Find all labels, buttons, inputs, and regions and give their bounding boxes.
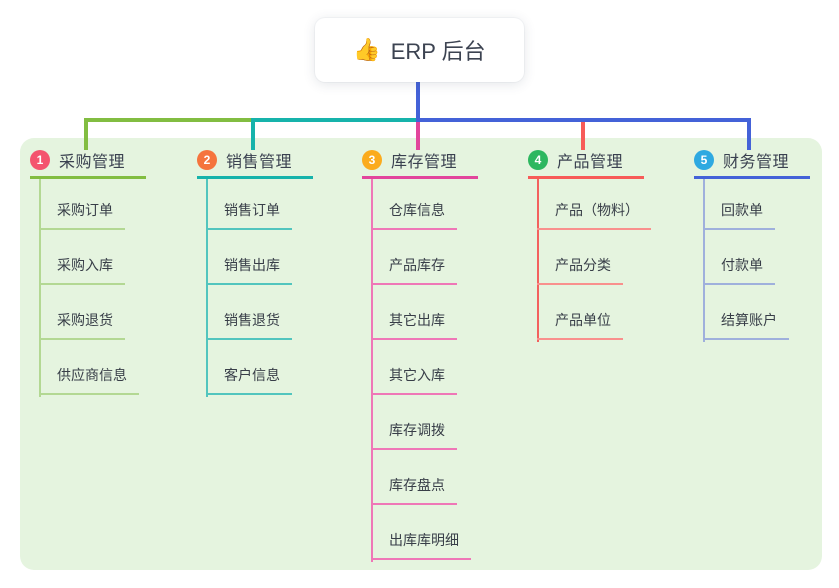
branch-underline bbox=[197, 176, 313, 179]
child-node[interactable]: 其它出库 bbox=[371, 291, 457, 340]
branch-title-label: 产品管理 bbox=[557, 154, 624, 171]
child-node[interactable]: 出库库明细 bbox=[371, 511, 471, 560]
child-node[interactable]: 其它入库 bbox=[371, 346, 457, 395]
branch-number-badge: 5 bbox=[694, 150, 714, 170]
child-node[interactable]: 客户信息 bbox=[206, 346, 292, 395]
child-node[interactable]: 销售退货 bbox=[206, 291, 292, 340]
branch-trunk-line bbox=[371, 179, 373, 562]
root-node-label: ERP 后台 bbox=[390, 39, 486, 64]
branch-underline bbox=[694, 176, 810, 179]
branch-node-finance[interactable]: 5 财务管理 bbox=[694, 146, 789, 174]
child-node[interactable]: 仓库信息 bbox=[371, 181, 457, 230]
branch-node-purchase[interactable]: 1 采购管理 bbox=[30, 146, 125, 174]
branch-underline bbox=[362, 176, 478, 179]
branch-drop-purchase bbox=[84, 118, 88, 150]
branch-trunk-line bbox=[703, 179, 705, 342]
child-node[interactable]: 结算账户 bbox=[703, 291, 789, 340]
connector-horizontal-green bbox=[84, 118, 255, 122]
branch-number-badge: 3 bbox=[362, 150, 382, 170]
branch-title-label: 采购管理 bbox=[59, 154, 126, 171]
connector-horizontal-blue bbox=[418, 118, 751, 122]
branch-number-badge: 2 bbox=[197, 150, 217, 170]
branch-trunk-line bbox=[206, 179, 208, 397]
branch-underline bbox=[30, 176, 146, 179]
branch-title-label: 财务管理 bbox=[723, 154, 790, 171]
child-node[interactable]: 付款单 bbox=[703, 236, 775, 285]
branch-trunk-line bbox=[537, 179, 539, 342]
branch-drop-inventory bbox=[416, 122, 420, 150]
child-node[interactable]: 库存盘点 bbox=[371, 456, 457, 505]
root-connector-vertical bbox=[416, 82, 420, 122]
child-node[interactable]: 采购入库 bbox=[39, 236, 125, 285]
branch-node-inventory[interactable]: 3 库存管理 bbox=[362, 146, 457, 174]
child-node[interactable]: 产品库存 bbox=[371, 236, 457, 285]
child-node[interactable]: 库存调拨 bbox=[371, 401, 457, 450]
connector-horizontal-teal bbox=[255, 118, 418, 122]
branch-underline bbox=[528, 176, 644, 179]
child-node[interactable]: 产品分类 bbox=[537, 236, 623, 285]
branch-product: 4 产品管理 产品（物料） 产品分类 产品单位 bbox=[528, 146, 678, 576]
branch-drop-product bbox=[581, 122, 585, 150]
branch-drop-finance bbox=[747, 118, 751, 150]
child-node[interactable]: 产品（物料） bbox=[537, 181, 651, 230]
branches-panel bbox=[20, 138, 822, 570]
branch-title-label: 库存管理 bbox=[391, 154, 458, 171]
child-node[interactable]: 产品单位 bbox=[537, 291, 623, 340]
child-node[interactable]: 回款单 bbox=[703, 181, 775, 230]
child-node[interactable]: 采购退货 bbox=[39, 291, 125, 340]
branch-sales: 2 销售管理 销售订单 销售出库 销售退货 客户信息 bbox=[197, 146, 347, 576]
child-node[interactable]: 销售出库 bbox=[206, 236, 292, 285]
child-node[interactable]: 销售订单 bbox=[206, 181, 292, 230]
branch-node-sales[interactable]: 2 销售管理 bbox=[197, 146, 292, 174]
branch-number-badge: 4 bbox=[528, 150, 548, 170]
branch-drop-sales bbox=[251, 118, 255, 150]
thumbs-up-icon: 👍 bbox=[353, 37, 381, 62]
branch-node-product[interactable]: 4 产品管理 bbox=[528, 146, 623, 174]
child-node[interactable]: 供应商信息 bbox=[39, 346, 139, 395]
branch-number-badge: 1 bbox=[30, 150, 50, 170]
branch-trunk-line bbox=[39, 179, 41, 397]
root-node[interactable]: 👍 ERP 后台 bbox=[315, 18, 524, 82]
branch-purchase: 1 采购管理 采购订单 采购入库 采购退货 供应商信息 bbox=[30, 146, 180, 576]
child-node[interactable]: 采购订单 bbox=[39, 181, 125, 230]
branch-inventory: 3 库存管理 仓库信息 产品库存 其它出库 其它入库 库存调拨 库存盘点 出库库… bbox=[362, 146, 512, 576]
branch-finance: 5 财务管理 回款单 付款单 结算账户 bbox=[694, 146, 839, 576]
branch-title-label: 销售管理 bbox=[226, 154, 293, 171]
